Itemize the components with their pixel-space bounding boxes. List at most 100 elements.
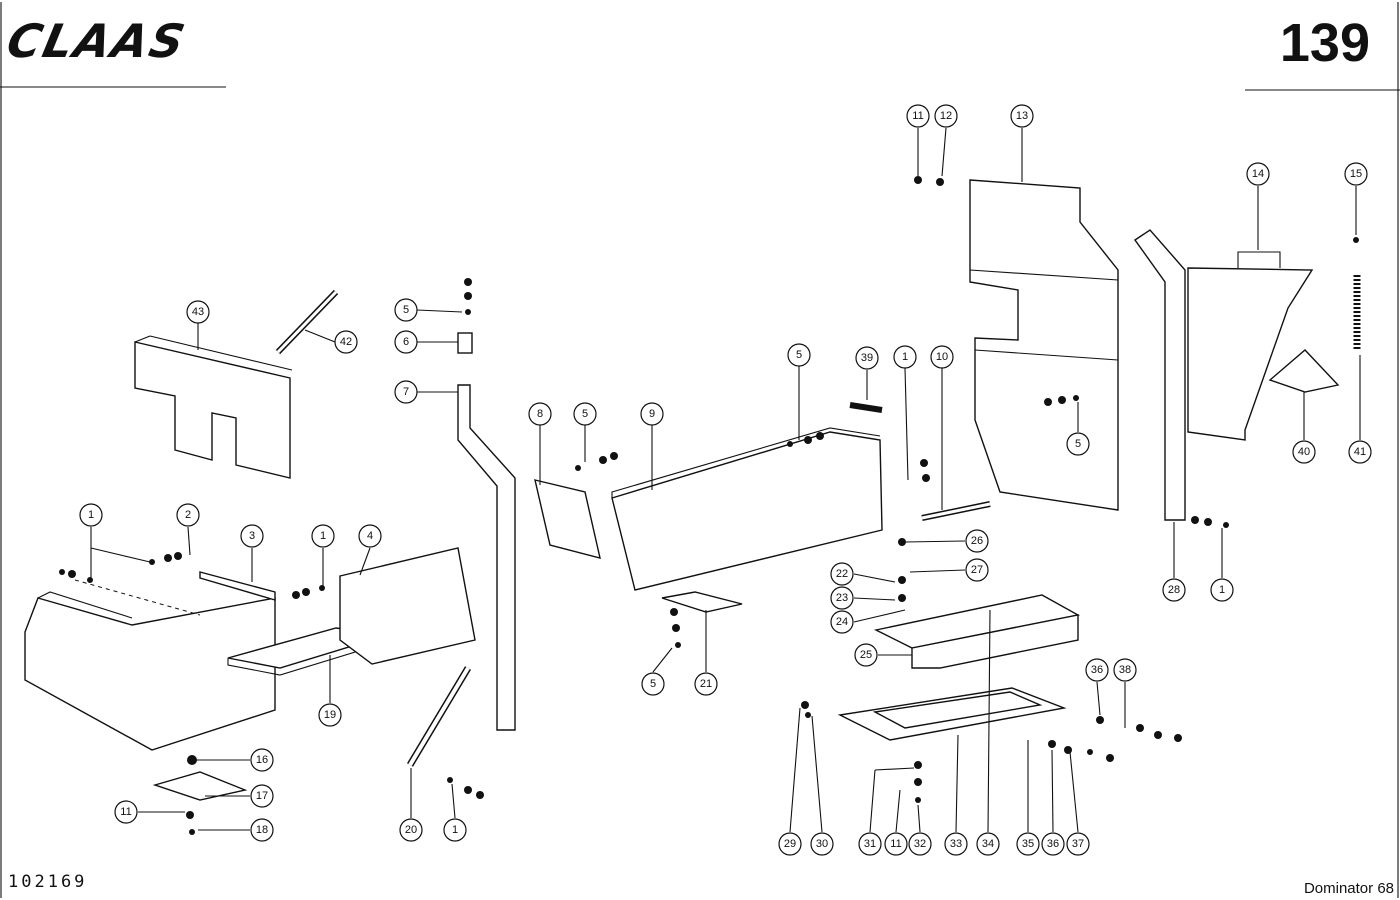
callout-42[interactable]: 42: [334, 330, 358, 354]
callout-24[interactable]: 24: [830, 610, 854, 634]
callout-28[interactable]: 28: [1162, 578, 1186, 602]
callout-35[interactable]: 35: [1016, 832, 1040, 856]
svg-text:31: 31: [864, 838, 876, 850]
callout-27[interactable]: 27: [965, 558, 989, 582]
part-21-bracket: [661, 591, 743, 613]
callout-43[interactable]: 43: [186, 300, 210, 324]
callout-37[interactable]: 37: [1066, 832, 1090, 856]
callout-21[interactable]: 21: [694, 672, 718, 696]
callout-3[interactable]: 3: [240, 524, 264, 548]
svg-text:23: 23: [836, 592, 848, 604]
part-3-housing: [24, 597, 276, 751]
svg-text:21: 21: [700, 678, 712, 690]
svg-text:25: 25: [860, 649, 872, 661]
svg-text:4: 4: [367, 530, 373, 542]
svg-text:1: 1: [88, 509, 94, 521]
svg-text:11: 11: [890, 838, 901, 850]
callout-18[interactable]: 18: [250, 818, 274, 842]
callout-34[interactable]: 34: [976, 832, 1000, 856]
callout-13[interactable]: 13: [1010, 104, 1034, 128]
callout-23[interactable]: 23: [830, 586, 854, 610]
callout-30[interactable]: 30: [810, 832, 834, 856]
callout-5[interactable]: 5: [1066, 432, 1090, 456]
svg-text:32: 32: [914, 838, 926, 850]
callout-25[interactable]: 25: [854, 643, 878, 667]
callout-11[interactable]: 11: [884, 832, 908, 856]
svg-text:22: 22: [836, 568, 848, 580]
svg-text:9: 9: [649, 408, 655, 420]
svg-text:39: 39: [861, 352, 873, 364]
callout-41[interactable]: 41: [1348, 440, 1372, 464]
callout-1[interactable]: 1: [893, 345, 917, 369]
svg-text:34: 34: [982, 838, 994, 850]
part-28-post: [1134, 229, 1186, 521]
callout-15[interactable]: 15: [1344, 162, 1368, 186]
svg-text:5: 5: [1075, 438, 1081, 450]
svg-text:17: 17: [256, 790, 268, 802]
callout-22[interactable]: 22: [830, 562, 854, 586]
callout-1[interactable]: 1: [79, 503, 103, 527]
callout-17[interactable]: 17: [250, 784, 274, 808]
svg-text:13: 13: [1016, 110, 1028, 122]
svg-text:5: 5: [403, 304, 409, 316]
callout-16[interactable]: 16: [250, 748, 274, 772]
part-7-upright-post: [457, 384, 516, 731]
svg-text:33: 33: [950, 838, 962, 850]
svg-text:1: 1: [320, 530, 326, 542]
svg-text:2: 2: [185, 509, 191, 521]
svg-text:18: 18: [256, 824, 268, 836]
callout-40[interactable]: 40: [1292, 440, 1316, 464]
callout-2[interactable]: 2: [176, 503, 200, 527]
part-4-side-panel: [339, 547, 476, 665]
svg-text:7: 7: [403, 386, 409, 398]
callout-29[interactable]: 29: [778, 832, 802, 856]
callout-1[interactable]: 1: [443, 818, 467, 842]
callout-4[interactable]: 4: [358, 524, 382, 548]
svg-text:42: 42: [340, 336, 352, 348]
svg-text:41: 41: [1354, 446, 1366, 458]
callout-38[interactable]: 38: [1113, 658, 1137, 682]
callout-5[interactable]: 5: [641, 672, 665, 696]
svg-text:1: 1: [1219, 584, 1225, 596]
callout-26[interactable]: 26: [965, 529, 989, 553]
svg-text:29: 29: [784, 838, 796, 850]
callout-19[interactable]: 19: [318, 703, 342, 727]
callout-8[interactable]: 8: [528, 402, 552, 426]
svg-text:28: 28: [1168, 584, 1180, 596]
callout-5[interactable]: 5: [573, 402, 597, 426]
svg-text:26: 26: [971, 535, 983, 547]
callout-36[interactable]: 36: [1041, 832, 1065, 856]
callout-36[interactable]: 36: [1085, 658, 1109, 682]
svg-text:5: 5: [582, 408, 588, 420]
callout-6[interactable]: 6: [394, 330, 418, 354]
svg-text:36: 36: [1047, 838, 1059, 850]
callout-14[interactable]: 14: [1246, 162, 1270, 186]
callout-1[interactable]: 1: [311, 524, 335, 548]
callout-7[interactable]: 7: [394, 380, 418, 404]
callout-32[interactable]: 32: [908, 832, 932, 856]
callout-39[interactable]: 39: [855, 346, 879, 370]
svg-text:11: 11: [120, 806, 131, 818]
callout-labels: 43 42 5 6 7 8 5 9 5 39 1 10 11 12 13 14 …: [79, 104, 1372, 856]
callout-10[interactable]: 10: [930, 345, 954, 369]
callout-5[interactable]: 5: [394, 298, 418, 322]
callout-1[interactable]: 1: [1210, 578, 1234, 602]
svg-text:1: 1: [902, 351, 908, 363]
part-9-side-panel: [611, 431, 883, 591]
svg-text:5: 5: [650, 678, 656, 690]
callout-20[interactable]: 20: [399, 818, 423, 842]
svg-text:30: 30: [816, 838, 828, 850]
callout-9[interactable]: 9: [640, 402, 664, 426]
svg-text:16: 16: [256, 754, 268, 766]
callout-11[interactable]: 11: [114, 800, 138, 824]
leader-lines: [90, 127, 1361, 833]
callout-31[interactable]: 31: [858, 832, 882, 856]
callout-12[interactable]: 12: [934, 104, 958, 128]
svg-text:11: 11: [912, 110, 923, 122]
callout-5[interactable]: 5: [787, 343, 811, 367]
callout-33[interactable]: 33: [944, 832, 968, 856]
callout-11[interactable]: 11: [906, 104, 930, 128]
svg-text:6: 6: [403, 336, 409, 348]
part-14-cover: [1187, 267, 1314, 441]
